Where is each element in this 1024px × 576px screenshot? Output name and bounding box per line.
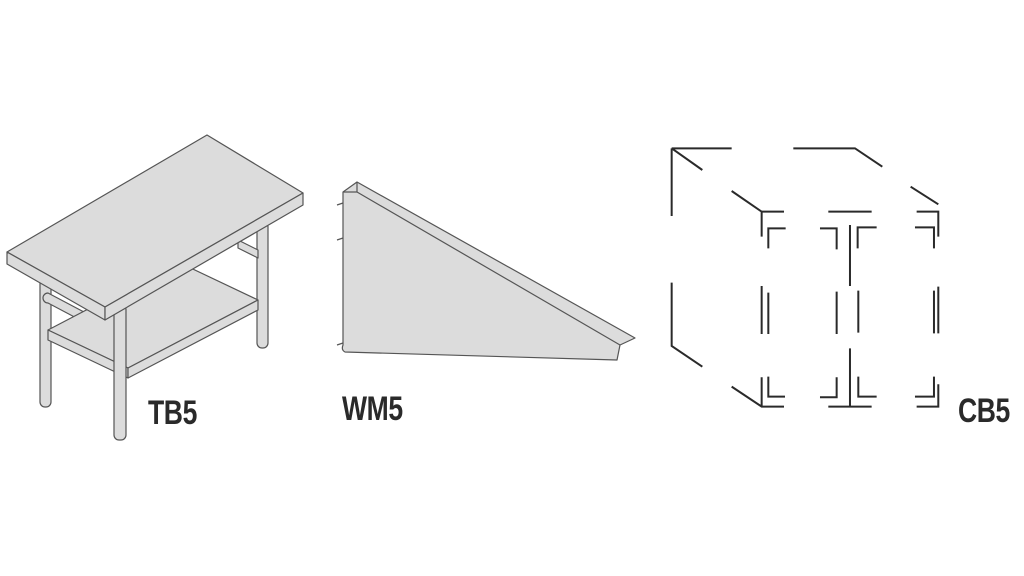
table-leg-front-right [113,304,127,441]
cabinet-frame-illustration [670,147,940,408]
table-rod-back [237,239,259,259]
product-code-cb5: CB5 [958,392,1010,430]
product-code-tb5: TB5 [148,394,197,432]
table-leg-back-right [256,221,269,349]
table-illustration [6,134,304,441]
product-code-wm5: WM5 [342,390,403,428]
wall-mount-shelf-illustration [336,181,636,361]
